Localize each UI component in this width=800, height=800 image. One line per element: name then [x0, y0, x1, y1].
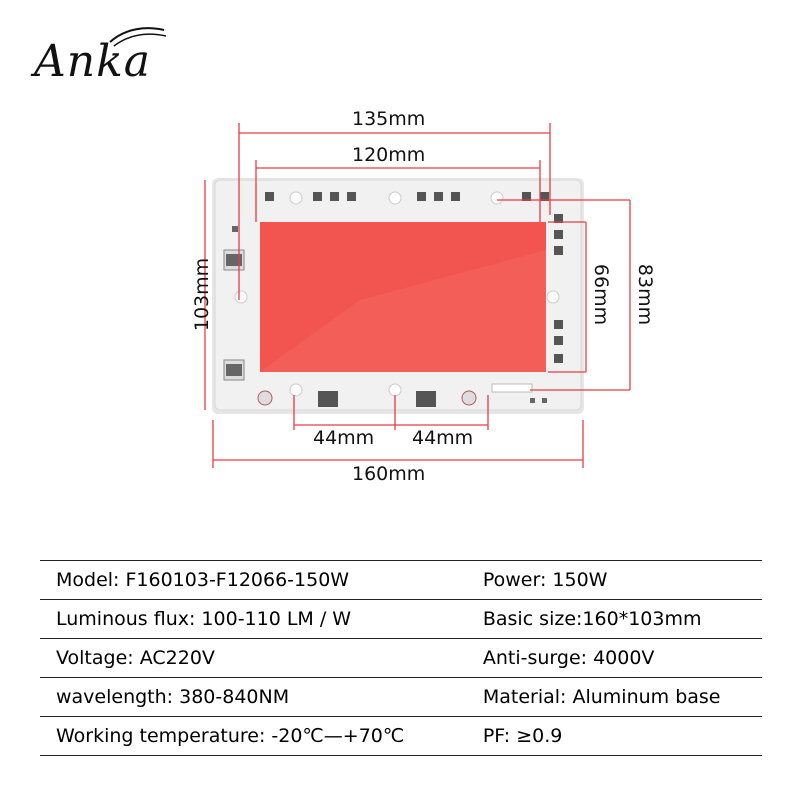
- top-components: [265, 192, 549, 201]
- right-components: [554, 214, 563, 363]
- bottom-components: [257, 383, 547, 407]
- dim-width-outer: 135mm: [352, 108, 426, 130]
- dim-height-inner: 66mm: [590, 263, 613, 326]
- spec-pf: PF: ≥0.9: [462, 716, 762, 756]
- spec-working-temperature: Working temperature: -20℃—+70℃: [40, 716, 463, 756]
- led-panel-shine: [260, 250, 546, 372]
- dim-width-inner: 120mm: [352, 144, 426, 166]
- dim-height-outer: 83mm: [634, 263, 657, 326]
- spec-anti-surge: Anti-surge: 4000V: [462, 638, 762, 678]
- spec-power: Power: 150W: [462, 560, 762, 600]
- specs-table: Model: F160103-F12066-150W Power: 150W L…: [40, 560, 762, 756]
- spec-voltage: Voltage: AC220V: [40, 638, 463, 678]
- spec-basic-size: Basic size:160*103mm: [462, 599, 762, 639]
- cob-led-drawing: [204, 123, 631, 468]
- dimension-lines: [204, 123, 631, 468]
- table-row: wavelength: 380-840NM Material: Aluminum…: [40, 677, 762, 717]
- dim-spacing-right: 44mm: [412, 427, 474, 449]
- led-panel: [260, 222, 546, 372]
- brand-logo: Anka: [34, 36, 152, 87]
- table-row: Working temperature: -20℃—+70℃ PF: ≥0.9: [40, 716, 762, 756]
- dim-width-total: 160mm: [352, 463, 426, 485]
- spec-model: Model: F160103-F12066-150W: [40, 560, 463, 600]
- dim-spacing-left: 44mm: [313, 427, 375, 449]
- table-row: Voltage: AC220V Anti-surge: 4000V: [40, 638, 762, 678]
- spec-material: Material: Aluminum base: [462, 677, 762, 717]
- table-row: Model: F160103-F12066-150W Power: 150W: [40, 560, 762, 600]
- logo-swoosh-icon: [109, 27, 167, 47]
- table-row: Luminous flux: 100-110 LM / W Basic size…: [40, 599, 762, 639]
- dim-height-left: 103mm: [191, 257, 214, 332]
- spec-luminous-flux: Luminous flux: 100-110 LM / W: [40, 599, 463, 639]
- spec-wavelength: wavelength: 380-840NM: [40, 677, 463, 717]
